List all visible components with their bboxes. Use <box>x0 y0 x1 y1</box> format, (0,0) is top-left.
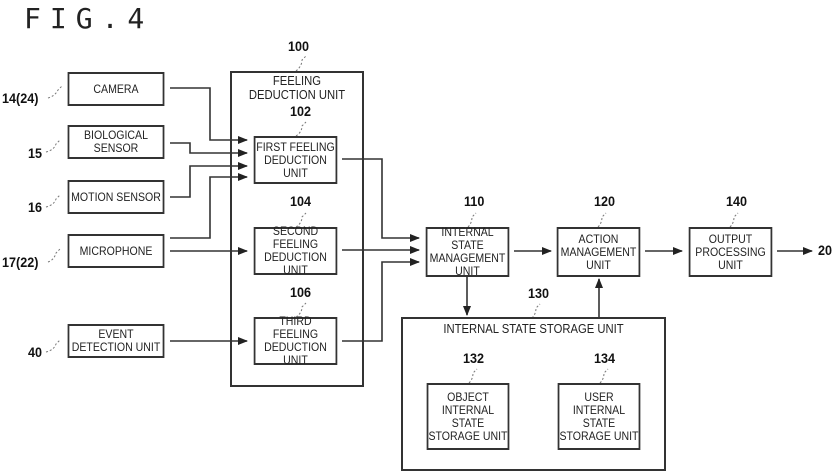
leader-106 <box>295 302 307 318</box>
ref-first-feeling: 102 <box>290 103 312 119</box>
leader-40 <box>45 339 61 353</box>
internal-state-management-box: INTERNAL STATE MANAGEMENT UNIT <box>425 226 510 278</box>
ref-third-feeling: 106 <box>290 284 312 300</box>
leader-14 <box>47 85 63 99</box>
figure-title: FIG.4 <box>24 2 154 35</box>
connector-bio-to-first <box>170 142 248 157</box>
leader-132 <box>468 368 478 384</box>
ref-microphone: 17(22) <box>2 254 39 270</box>
leader-110 <box>467 212 477 228</box>
leader-134 <box>599 368 609 384</box>
action-management-box: ACTION MANAGEMENT UNIT <box>556 227 641 277</box>
event-detection-unit-box: EVENT DETECTION UNIT <box>67 324 165 358</box>
leader-140 <box>729 212 739 228</box>
internal-state-storage-container <box>401 317 666 471</box>
ref-second-feeling: 104 <box>290 193 312 209</box>
object-internal-state-storage-box: OBJECT INTERNAL STATE STORAGE UNIT <box>426 383 510 450</box>
ref-output-processing: 140 <box>726 193 748 209</box>
internal-state-storage-label: INTERNAL STATE STORAGE UNIT <box>443 322 624 336</box>
ref-output-target: 20 <box>818 242 833 258</box>
ref-internal-state-storage: 130 <box>528 285 550 301</box>
biological-sensor-box: BIOLOGICAL SENSOR <box>67 125 165 159</box>
first-feeling-deduction-box: FIRST FEELING DEDUCTION UNIT <box>253 136 338 184</box>
leader-17 <box>47 248 61 263</box>
connector-camera-to-first <box>170 87 248 144</box>
leader-16 <box>45 194 61 208</box>
ref-action-management: 120 <box>594 193 616 209</box>
ref-internal-state-management: 110 <box>464 193 485 209</box>
leader-100 <box>295 55 307 72</box>
leader-130 <box>531 303 541 319</box>
leader-120 <box>597 212 607 228</box>
user-internal-state-storage-box: USER INTERNAL STATE STORAGE UNIT <box>557 383 641 450</box>
camera-box: CAMERA <box>67 72 165 106</box>
ref-event-detection: 40 <box>28 344 43 360</box>
third-feeling-deduction-box: THIRD FEELING DEDUCTION UNIT <box>253 315 338 367</box>
second-feeling-deduction-box: SECOND FEELING DEDUCTION UNIT <box>253 225 338 277</box>
ref-motion-sensor: 16 <box>28 199 43 215</box>
leader-102 <box>295 121 307 137</box>
ref-camera: 14(24) <box>2 90 39 106</box>
ref-biological-sensor: 15 <box>28 145 43 161</box>
microphone-box: MICROPHONE <box>67 234 165 268</box>
leader-104 <box>295 212 307 228</box>
feeling-deduction-unit-container <box>230 71 364 387</box>
output-processing-box: OUTPUT PROCESSING UNIT <box>688 227 773 277</box>
connector-mic-to-first <box>170 173 248 239</box>
ref-feeling-deduction-unit: 100 <box>288 38 310 54</box>
motion-sensor-box: MOTION SENSOR <box>67 180 165 214</box>
connector-motion-to-first <box>170 162 248 198</box>
ref-object-internal-state: 132 <box>463 350 485 366</box>
leader-15 <box>45 139 61 153</box>
feeling-deduction-unit-label: FEELING DEDUCTION UNIT <box>248 74 346 102</box>
ref-user-internal-state: 134 <box>594 350 616 366</box>
